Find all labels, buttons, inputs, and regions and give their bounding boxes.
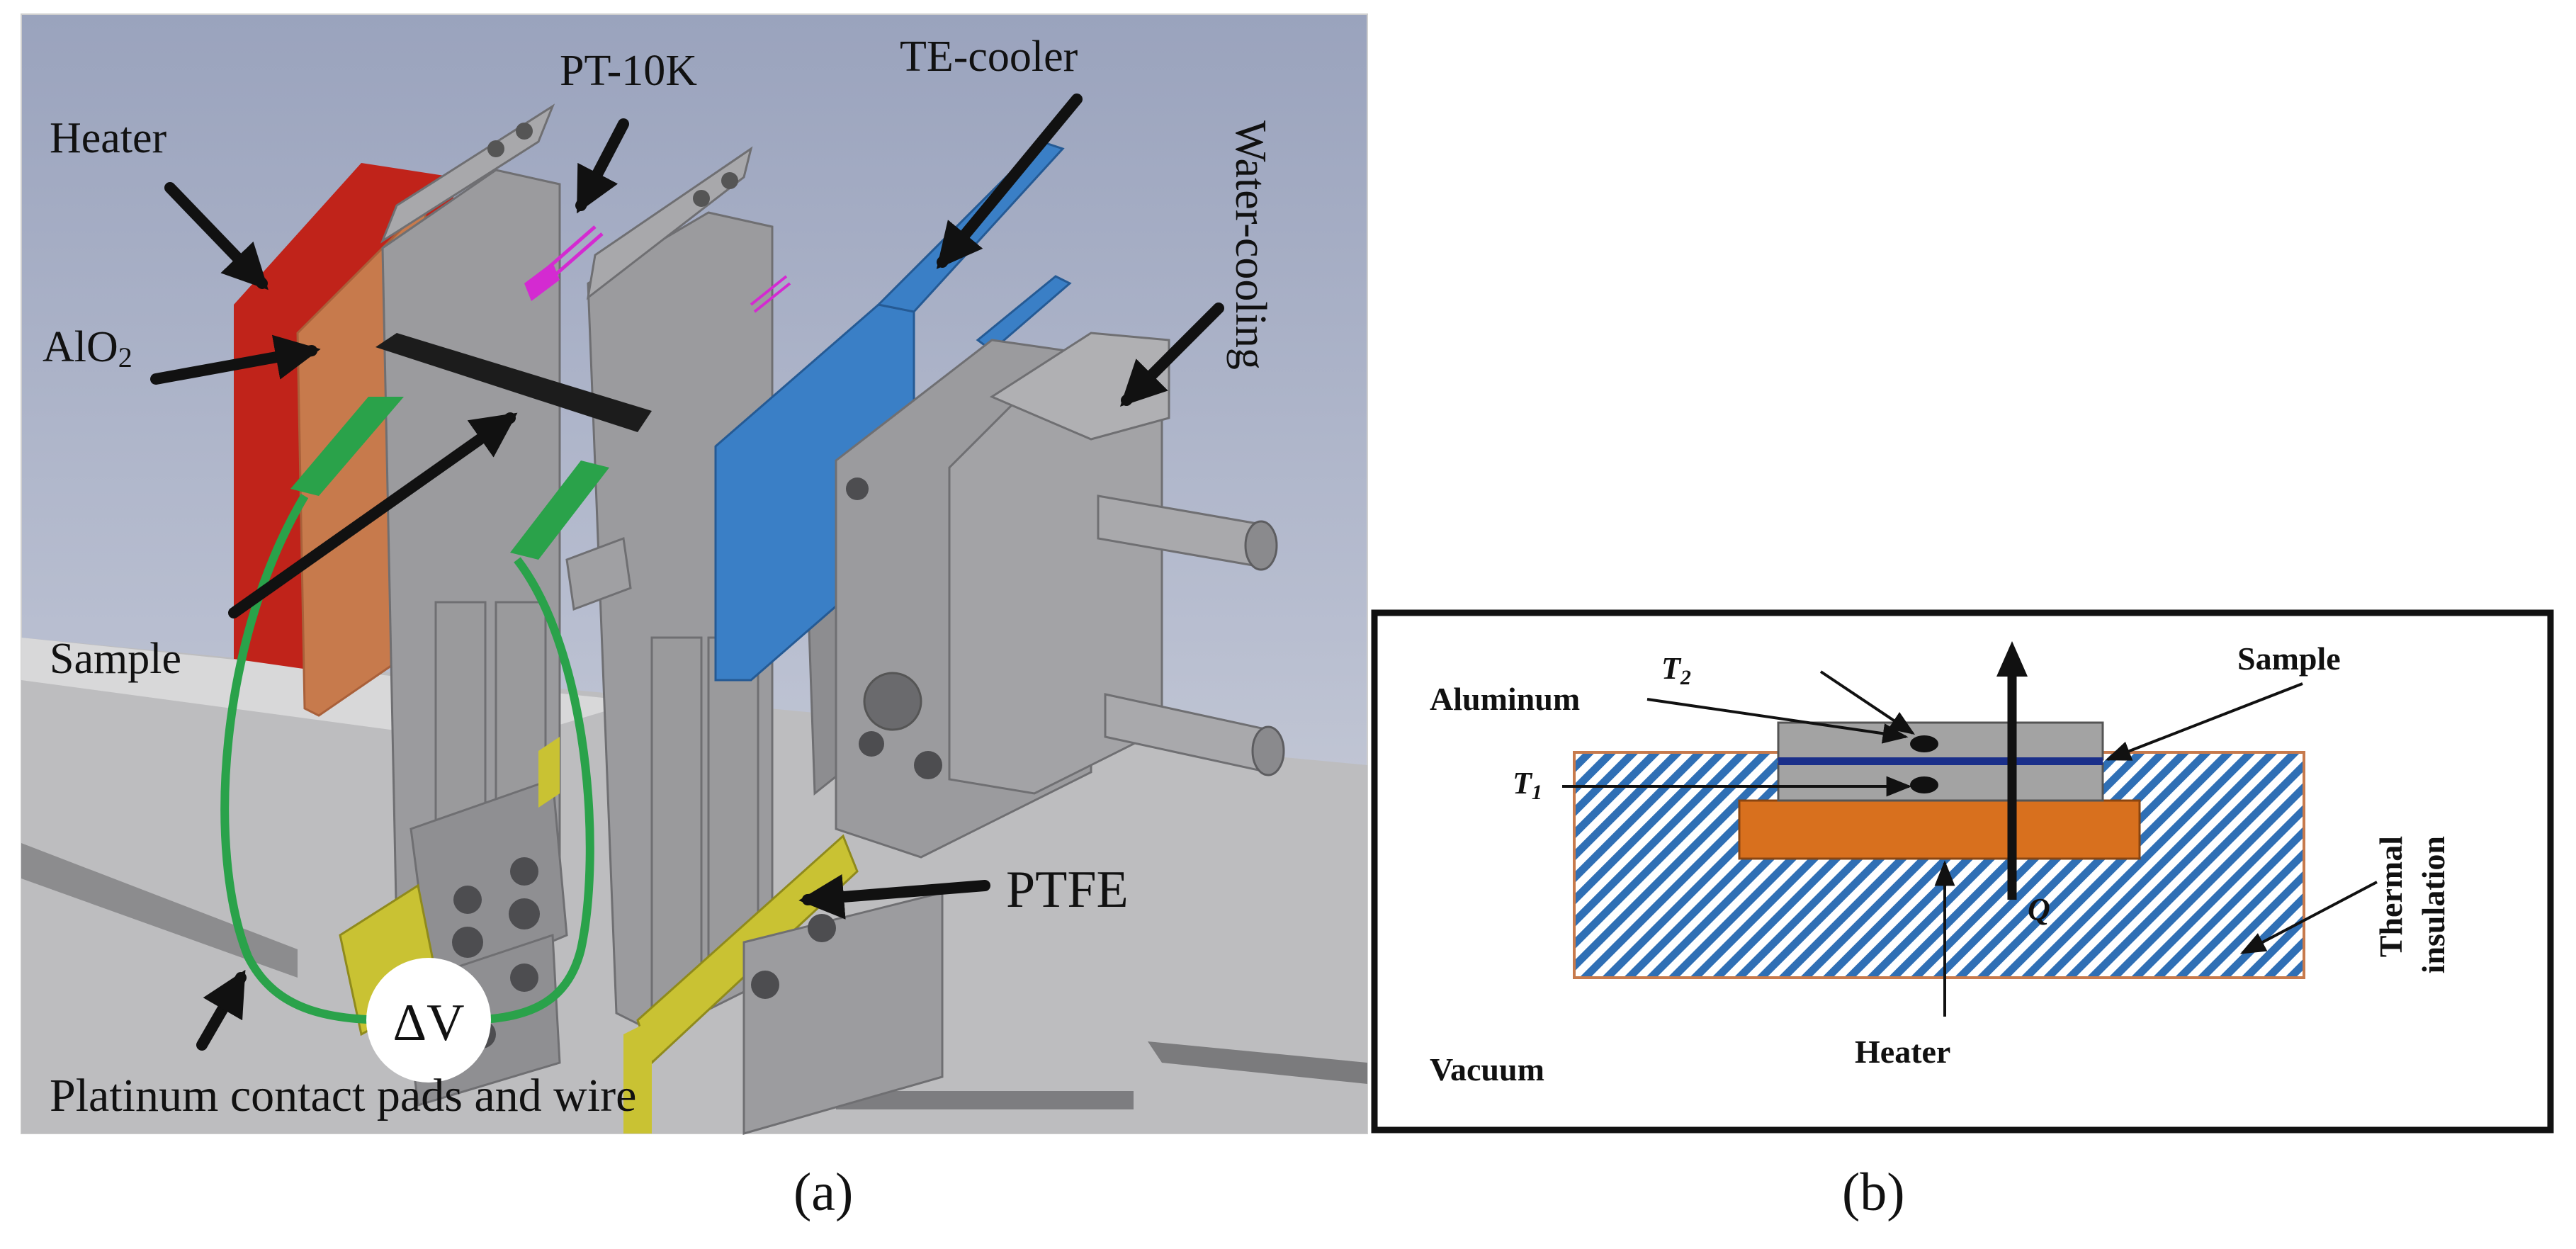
caption-a: (a): [793, 1163, 854, 1222]
delta-v-label: ΔV: [392, 994, 464, 1052]
q-label: Q: [2028, 892, 2050, 927]
panel-a: ΔV Heater PT-10K TE-cooler Water-cooling…: [21, 13, 1368, 1135]
t1-label: T1: [1513, 766, 1542, 804]
insulation-label: insulation: [2415, 836, 2451, 973]
heater-label: Heater: [50, 114, 167, 162]
water-pipes: [1097, 494, 1285, 776]
sample-label-b: Sample: [2237, 640, 2341, 677]
alo2-label: AlO2: [43, 323, 132, 373]
heater-block-b: [1738, 799, 2141, 860]
sample-layer: [1778, 757, 2103, 765]
te-cooler-label: TE-cooler: [900, 33, 1078, 81]
sample-arrow: [228, 412, 518, 618]
panel-b-leaders: [1562, 670, 2378, 1017]
pt10k-arrow: [575, 118, 629, 214]
platinum-label: Platinum contact pads and wire: [50, 1070, 636, 1121]
aluminum-label: Aluminum: [1430, 681, 1580, 717]
t1-sensor: [1910, 776, 1938, 793]
pt10k-sensor: [524, 225, 791, 313]
aluminum-bottom: [1777, 762, 2104, 802]
water-cooling-label: Water-cooling: [1226, 120, 1275, 370]
t2-sensor: [1910, 735, 1938, 752]
alo2-arrow: [150, 334, 321, 385]
insulation-leader: [2239, 881, 2378, 954]
sample-bar: [375, 333, 652, 432]
delta-v-circle: [366, 958, 491, 1083]
ptfe-arrow: [798, 874, 990, 920]
caption-b: (b): [1842, 1163, 1905, 1222]
sample-label-a: Sample: [50, 635, 181, 683]
platinum-arrow: [196, 969, 247, 1051]
aluminum-leader: [1646, 698, 1909, 744]
water-cooling-arrow: [1119, 303, 1224, 407]
thermal-label: Thermal: [2373, 836, 2409, 957]
te-cooler-arrow: [936, 94, 1083, 269]
heater-arrow: [164, 182, 269, 290]
vacuum-label: Vacuum: [1430, 1051, 1544, 1087]
platinum-wire: [220, 493, 594, 1024]
heater-label-b: Heater: [1855, 1034, 1950, 1070]
t2-leader: [1819, 670, 1915, 735]
platinum-pads: [290, 397, 609, 560]
panel-b: Aluminum T2 T1 Sample Q Vacuum Heater Th…: [1371, 609, 2554, 1134]
panel-a-arrows: [150, 94, 1224, 1051]
t2-label: T2: [1661, 651, 1691, 689]
water-cooling-block: [835, 332, 1285, 859]
ptfe-label: PTFE: [1006, 861, 1129, 919]
q-arrow-head: [1996, 641, 2028, 677]
pt10k-label: PT-10K: [560, 47, 697, 95]
aluminum-top: [1777, 721, 2104, 761]
sample-leader: [2105, 682, 2303, 761]
